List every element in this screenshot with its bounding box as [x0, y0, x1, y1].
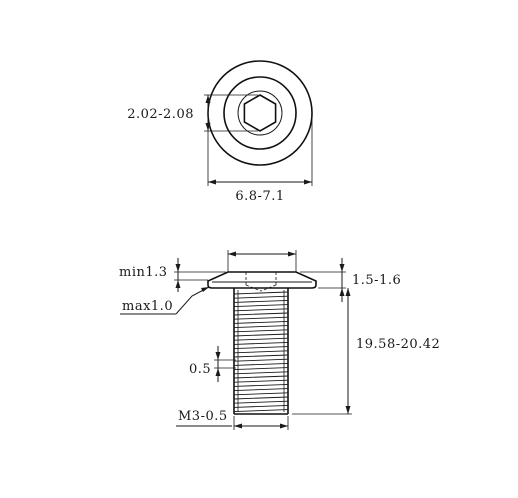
thread-line — [233, 325, 289, 329]
screw-head-profile — [207, 271, 317, 289]
thread-line — [233, 320, 289, 324]
arrow-icon — [208, 179, 216, 185]
thread-line — [233, 404, 289, 408]
arrow-icon — [280, 423, 288, 429]
arrow-icon — [201, 287, 209, 292]
thread-line — [233, 392, 289, 396]
thread-line — [233, 375, 289, 379]
thread-line — [233, 362, 289, 366]
thread-lines — [233, 291, 289, 413]
arrow-icon — [234, 423, 242, 429]
thread-line — [233, 350, 289, 354]
thread-line — [233, 299, 289, 303]
thread-line — [233, 337, 289, 341]
top-view: 2.02-2.08 6.8-7.1 — [127, 60, 313, 204]
thread-line — [233, 346, 289, 350]
length-label: 19.58-20.42 — [356, 337, 440, 352]
socket-hidden-line — [245, 284, 262, 292]
thread-line — [233, 329, 289, 333]
thread-line — [233, 409, 289, 413]
max-radius-label: max1.0 — [122, 299, 173, 314]
arrow-icon — [339, 288, 345, 296]
arrow-icon — [205, 95, 211, 103]
arrow-icon — [215, 352, 221, 360]
hex-socket — [243, 94, 277, 132]
thread-line — [233, 312, 289, 316]
thread-line — [233, 358, 289, 362]
thread-line — [233, 388, 289, 392]
min-height-label: min1.3 — [119, 265, 168, 280]
thread-line — [233, 379, 289, 383]
thread-line — [233, 396, 289, 400]
thread-label: M3-0.5 — [178, 409, 228, 424]
side-view: min1.3 max1.0 1.5-1.6 19.58-20.42 0.5 — [119, 250, 440, 430]
arrow-icon — [345, 406, 351, 414]
thread-line — [233, 308, 289, 312]
arrow-icon — [228, 251, 236, 257]
arrow-icon — [215, 368, 221, 376]
thread-line — [233, 295, 289, 299]
arrow-icon — [288, 251, 296, 257]
thread-line — [233, 333, 289, 337]
socket-hidden-line — [260, 284, 277, 292]
pitch-label: 0.5 — [189, 362, 211, 377]
thread-line — [233, 291, 289, 295]
thread-line — [233, 354, 289, 358]
arrow-icon — [175, 264, 181, 272]
thread-line — [233, 383, 289, 387]
thread-line — [233, 371, 289, 375]
thread-line — [233, 400, 289, 404]
head-inner-circle — [223, 76, 297, 150]
thread-line — [233, 304, 289, 308]
arrow-icon — [345, 288, 351, 296]
thread-line — [233, 341, 289, 345]
thread-line — [233, 367, 289, 371]
arrow-icon — [175, 280, 181, 288]
head-diameter-label: 6.8-7.1 — [235, 189, 284, 204]
socket-circle — [237, 90, 283, 136]
arrow-icon — [339, 264, 345, 272]
arrow-icon — [304, 179, 312, 185]
head-height-label: 1.5-1.6 — [352, 273, 401, 288]
hex-socket-label: 2.02-2.08 — [127, 107, 194, 122]
thread-line — [233, 316, 289, 320]
